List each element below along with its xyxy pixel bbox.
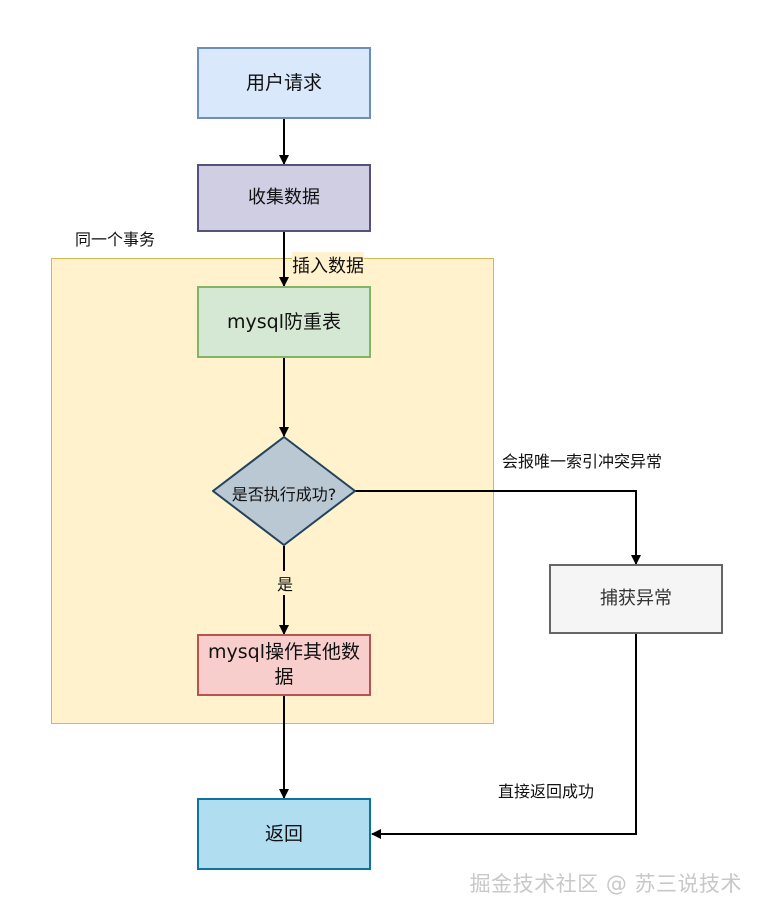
edge-label-yes: 是 [277, 571, 294, 595]
decision-diamond [212, 436, 356, 546]
catch-exception-node: 捕获异常 [549, 564, 723, 634]
edge-catch-to-return [371, 634, 637, 839]
collect-data-node: 收集数据 [197, 164, 371, 232]
mysql-dedup-table-node: mysql防重表 [197, 286, 371, 358]
edge-label-insert-data: 插入数据 [292, 252, 364, 278]
edge-label-unique-index-conflict: 会报唯一索引冲突异常 [502, 452, 663, 471]
edge-label-return-success: 直接返回成功 [498, 782, 595, 801]
watermark: 掘金技术社区 @ 苏三说技术 [469, 872, 742, 896]
mysql-other-data-label-line2: 据 [274, 666, 294, 688]
edge-decision-to-catch [354, 490, 641, 565]
user-request-node: 用户请求 [197, 47, 371, 119]
decision-label: 是否执行成功? [231, 485, 337, 504]
return-node: 返回 [197, 798, 371, 870]
mysql-other-data-label-line1: mysql操作其他数 [208, 641, 360, 664]
transaction-group-label: 同一个事务 [75, 230, 156, 249]
mysql-other-data-node: mysql操作其他数 据 [197, 634, 371, 696]
